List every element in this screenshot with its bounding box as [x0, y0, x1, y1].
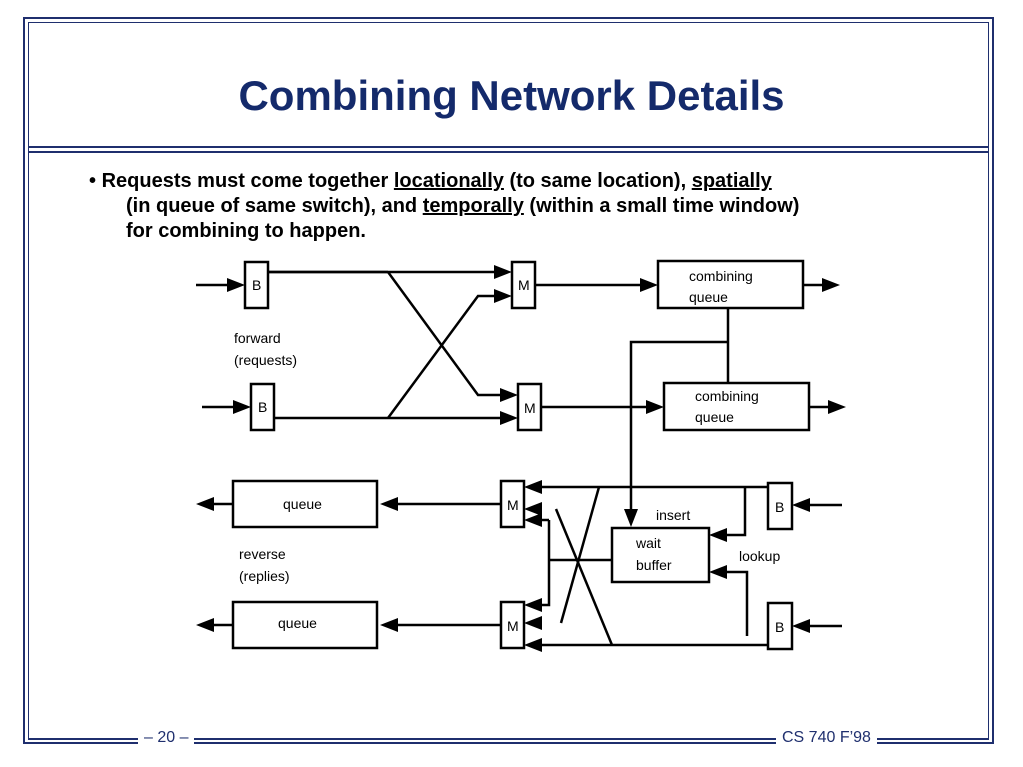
bullet-text-1: Requests must come together	[101, 170, 394, 192]
reverse-m-label-bottom: M	[507, 618, 519, 634]
reverse-b-label-top: B	[775, 499, 784, 515]
arrowhead	[792, 498, 810, 512]
wait-buffer-box	[610, 526, 711, 584]
arrowhead	[524, 480, 542, 494]
arrowhead	[227, 278, 245, 292]
reverse-cross-line-1	[559, 486, 601, 624]
bullet-text-5: for combining to happen.	[126, 220, 366, 242]
underlined-temporally: temporally	[422, 195, 524, 217]
bullet-line-2: (in queue of same switch), and temporall…	[89, 194, 969, 219]
reverse-b-box-bottom	[766, 601, 794, 651]
arrowhead	[524, 513, 542, 527]
arrowhead	[709, 528, 727, 542]
reverse-label-line2: (replies)	[239, 568, 290, 584]
arrowhead	[709, 565, 727, 579]
combining-queue-bottom-line2: queue	[695, 409, 734, 425]
arrowhead	[494, 289, 512, 303]
arrowheads	[196, 265, 846, 652]
page-number: – 20 –	[138, 729, 195, 747]
reverse-queue-label-bottom: queue	[278, 615, 317, 631]
combining-queue-top-line2: queue	[689, 289, 728, 305]
combining-queue-top-line1: combining	[689, 268, 753, 284]
arrowhead	[500, 388, 518, 402]
arrowhead	[380, 618, 398, 632]
bullet-marker: •	[89, 170, 97, 192]
arrowhead	[524, 638, 542, 652]
forward-m-label-top: M	[518, 277, 530, 293]
lookup-label: lookup	[739, 548, 780, 564]
forward-b-label-bottom: B	[258, 399, 267, 415]
arrowhead	[494, 265, 512, 279]
bullet-line-3: for combining to happen.	[89, 219, 969, 244]
bullet-text-3: (in queue of same switch), and	[126, 195, 423, 217]
arrowhead	[500, 411, 518, 425]
wait-buffer-label-line2: buffer	[636, 557, 672, 573]
reverse-queue-box-bottom	[231, 600, 379, 650]
reverse-b-box-top	[766, 481, 794, 531]
combining-queue-box-bottom	[662, 381, 811, 432]
footer-rule-second	[28, 742, 989, 744]
reverse-label-line1: reverse	[239, 546, 286, 562]
footer-rule	[28, 738, 989, 740]
combining-queue-box-top	[656, 259, 805, 310]
reverse-queue-label-top: queue	[283, 496, 322, 512]
bullet-text-2: (to same location),	[503, 170, 692, 192]
arrowhead	[196, 618, 214, 632]
arrowhead	[624, 509, 638, 527]
arrowhead	[646, 400, 664, 414]
wait-buffer-label-line1: wait	[635, 535, 661, 551]
m-feedback-vertical	[538, 520, 551, 607]
bullet-line-1: • Requests must come together locational…	[89, 169, 969, 194]
arrowhead	[640, 278, 658, 292]
forward-b-label-top: B	[252, 277, 261, 293]
bullet-point: • Requests must come together locational…	[89, 169, 969, 244]
forward-label-line1: forward	[234, 330, 281, 346]
reverse-cross-line-2	[554, 508, 614, 646]
arrowhead	[524, 502, 542, 516]
cross-line-top-to-bottom	[386, 271, 505, 397]
arrowhead	[233, 400, 251, 414]
underlined-spatially: spatially	[691, 170, 772, 192]
cross-line-bottom-to-top	[386, 294, 498, 419]
forward-m-label-bottom: M	[524, 400, 536, 416]
arrowhead	[524, 598, 542, 612]
title-divider	[28, 146, 989, 148]
arrowhead	[196, 497, 214, 511]
lookup-line	[722, 570, 749, 636]
insert-path-line	[629, 340, 728, 512]
insert-label: insert	[656, 507, 690, 523]
arrowhead	[792, 619, 810, 633]
forward-label-line2: (requests)	[234, 352, 297, 368]
reverse-queue-box-top	[231, 479, 379, 529]
reverse-m-label-top: M	[507, 497, 519, 513]
combining-queue-bottom-line1: combining	[695, 388, 759, 404]
arrowhead	[524, 616, 542, 630]
course-label: CS 740 F’98	[776, 729, 877, 747]
bullet-text-4: (within a small time window)	[523, 195, 800, 217]
arrowhead	[380, 497, 398, 511]
reverse-b-label-bottom: B	[775, 619, 784, 635]
title-divider-second	[28, 151, 989, 153]
underlined-locationally: locationally	[393, 170, 504, 192]
arrowhead	[822, 278, 840, 292]
b-top-to-insert-line	[722, 487, 747, 537]
arrowhead	[828, 400, 846, 414]
slide-title: Combining Network Details	[238, 72, 785, 119]
